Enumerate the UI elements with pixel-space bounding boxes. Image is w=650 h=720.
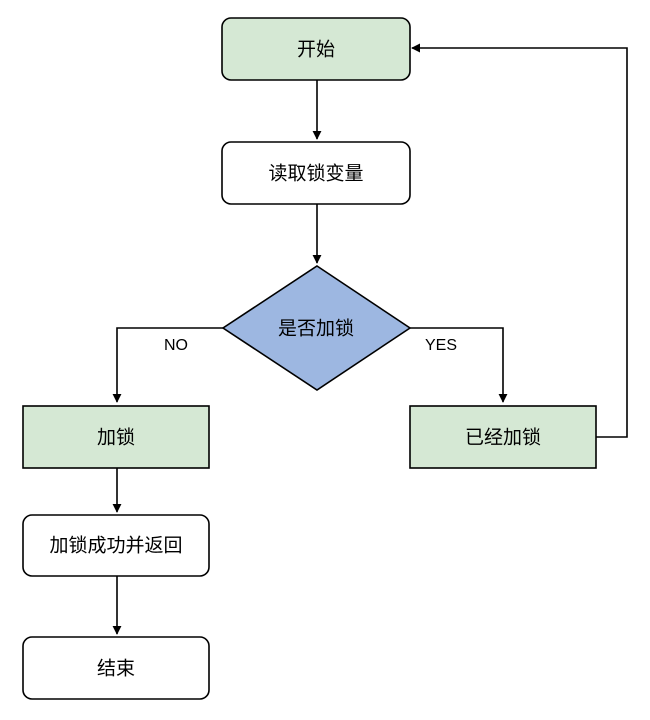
node-lock-label: 加锁 (97, 427, 135, 449)
node-decision: 是否加锁 (221, 265, 412, 391)
node-success-label: 加锁成功并返回 (49, 535, 182, 557)
node-lock-shape (22, 405, 210, 469)
node-decision-label: 是否加锁 (278, 318, 354, 340)
node-start-shape (221, 17, 411, 81)
edges (112, 43, 628, 635)
node-read: 读取锁变量 (221, 141, 411, 205)
node-end-label: 结束 (97, 658, 135, 680)
edge-decision-to-lock (112, 327, 223, 403)
node-end: 结束 (22, 636, 210, 700)
node-read-shape (221, 141, 411, 205)
node-decision-shape (221, 265, 412, 391)
edge-decision-to-already (410, 327, 508, 403)
node-already-locked-shape (409, 405, 597, 469)
node-start: 开始 (221, 17, 411, 81)
node-already-locked-label: 已经加锁 (465, 427, 541, 449)
edge-label-yes: YES (425, 337, 457, 354)
node-already-locked: 已经加锁 (409, 405, 597, 469)
node-read-label: 读取锁变量 (268, 163, 363, 185)
edge-label-no: NO (164, 337, 188, 354)
node-start-label: 开始 (297, 39, 335, 61)
edge-already-to-start (411, 43, 628, 438)
node-lock: 加锁 (22, 405, 210, 469)
node-success-shape (22, 514, 210, 577)
node-success: 加锁成功并返回 (22, 514, 210, 577)
node-end-shape (22, 636, 210, 700)
